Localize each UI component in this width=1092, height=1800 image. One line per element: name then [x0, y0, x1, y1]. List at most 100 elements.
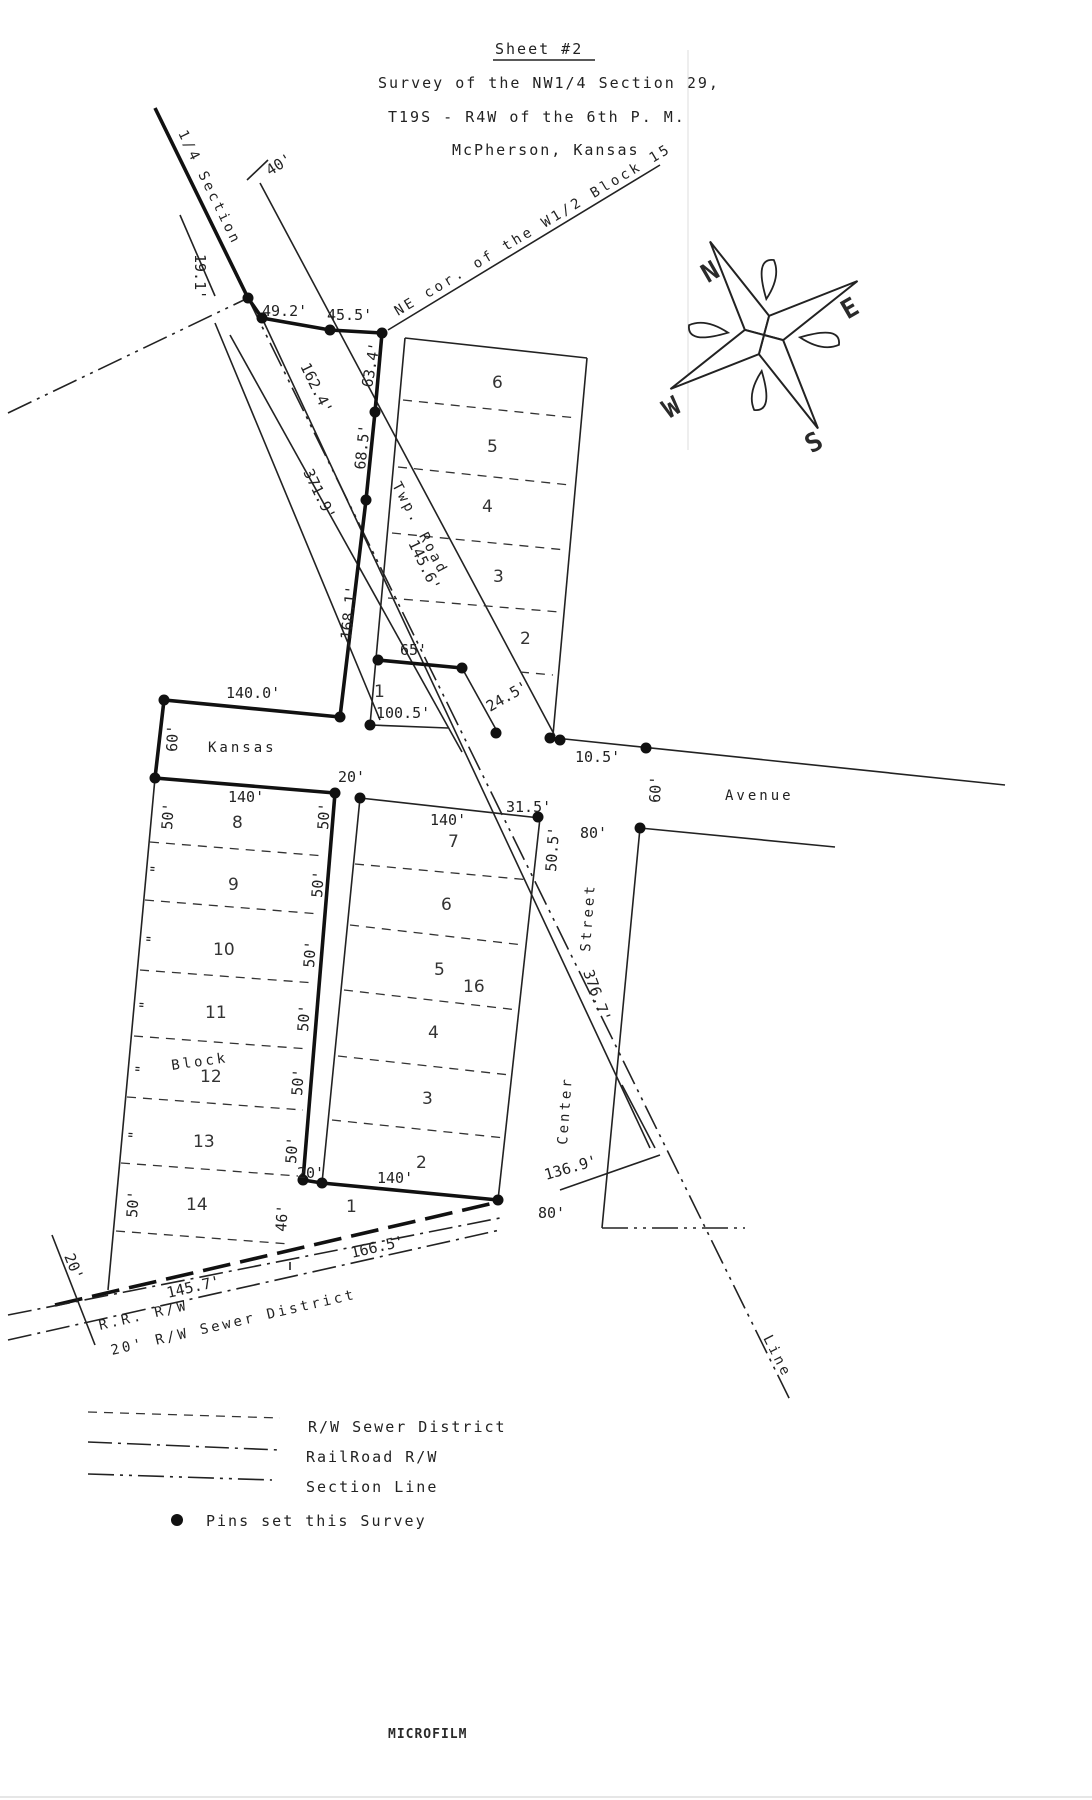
compass-s: S	[800, 426, 829, 460]
sheet-title: Sheet #2	[495, 40, 583, 58]
ditto-4: "	[132, 1064, 151, 1074]
compass-petal	[688, 321, 731, 339]
ditto-3: "	[136, 1000, 155, 1010]
pin	[316, 1177, 328, 1189]
block-left-lot-12: 12	[200, 1067, 222, 1087]
compass-point-w	[669, 328, 766, 390]
dim-371-9: 371.9'	[299, 466, 339, 523]
dim-24-5: 24.5'	[483, 677, 531, 715]
railroad-rw-line-2	[7, 1229, 501, 1341]
dim-168-1: 168.1'	[337, 585, 361, 641]
block16-lot-2: 2	[416, 1153, 427, 1173]
pin	[372, 654, 384, 666]
pin	[456, 662, 468, 674]
dim-63-4: 63.4'	[358, 341, 384, 389]
lot-divider	[402, 399, 578, 419]
legend-section-label: Section Line	[306, 1478, 438, 1496]
pin	[256, 312, 268, 324]
lot-divider	[397, 466, 571, 486]
pin	[329, 787, 341, 799]
road-east-line	[259, 182, 556, 737]
dimension-leader-40	[246, 159, 269, 181]
dim-45-5: 45.5'	[327, 306, 372, 324]
block15-lot-1: 1	[374, 682, 385, 702]
pin	[242, 292, 254, 304]
dimension-leader-20	[51, 1234, 96, 1346]
top-boundary	[246, 296, 383, 335]
legend-pins-label: Pins set this Survey	[206, 1512, 427, 1530]
lot-divider	[387, 597, 561, 613]
block-left-lot-10: 10	[213, 940, 235, 960]
dim-50-left-bottom: 50'	[123, 1190, 143, 1218]
block16-lot-7: 7	[448, 832, 459, 852]
dim-376-7: 376.7'	[579, 967, 614, 1024]
block16-lot-6: 6	[441, 895, 452, 915]
legend-pin-swatch	[171, 1514, 183, 1526]
lot-divider	[354, 863, 531, 881]
pin	[334, 711, 346, 723]
quarter-section-line-west	[7, 297, 249, 414]
lot-divider	[149, 841, 326, 857]
block15-lot-6: 6	[492, 373, 503, 393]
block15-north-line	[404, 337, 588, 359]
pin	[364, 719, 376, 731]
dim-50-5: 50.5'	[542, 826, 563, 872]
survey-pins	[149, 292, 652, 1206]
dim-49-2: 49.2'	[262, 302, 307, 320]
pin	[492, 1194, 504, 1206]
dim-80-bottom: 80'	[538, 1204, 565, 1222]
pin	[149, 772, 161, 784]
pin	[297, 1174, 309, 1186]
block-left-lot-14: 14	[186, 1195, 208, 1215]
block15-lot-3: 3	[493, 567, 504, 587]
block16-lot-4: 4	[428, 1023, 439, 1043]
ne-corner-label: NE cor. of the W1/2 Block 15	[392, 141, 675, 320]
block-left-lot-8: 8	[232, 813, 243, 833]
dimension-leader-376	[621, 1084, 656, 1149]
dim-140-bottom: 140'	[377, 1169, 413, 1187]
pin	[544, 732, 556, 744]
block-label: Block	[170, 1050, 229, 1074]
dim-10-5: 10.5'	[575, 748, 620, 766]
dim-40: 40'	[263, 150, 296, 180]
compass-w: W	[657, 391, 686, 425]
dim-140-left: 140'	[228, 788, 264, 806]
dimension-line-136	[559, 1154, 661, 1191]
dim-20-rr: 20'	[60, 1251, 87, 1283]
block-left-lot-13: 13	[193, 1132, 215, 1152]
dim-50-right-1: 50'	[314, 802, 334, 830]
kansas-ave-boundary	[152, 698, 341, 795]
ne-corner-leader	[387, 164, 661, 331]
pin	[376, 327, 388, 339]
avenue-label: Avenue	[725, 788, 794, 804]
legend-railroad-swatch	[87, 1441, 281, 1451]
compass-petal	[760, 259, 778, 302]
lot-diag-line	[461, 667, 499, 734]
lot-divider	[343, 989, 519, 1011]
lot-divider	[126, 1096, 304, 1111]
avenue-south-line	[639, 827, 836, 848]
center-label: Center	[555, 1076, 576, 1146]
dim-31-5: 31.5'	[506, 798, 551, 816]
pin	[158, 694, 170, 706]
dimension-leader-19	[179, 214, 216, 297]
microfilm-stamp: MICROFILM	[388, 1727, 467, 1742]
lot-divider	[337, 1055, 511, 1076]
block-left-lot-9: 9	[228, 875, 239, 895]
lot-divider	[139, 969, 316, 984]
block15-lot-4: 4	[482, 497, 493, 517]
line-label: Line	[759, 1333, 794, 1381]
dim-60-east: 60'	[646, 775, 665, 803]
dim-140-block16: 140'	[430, 811, 466, 829]
block-left-lot-11: 11	[205, 1003, 227, 1023]
dimension-line-371-west	[214, 322, 381, 721]
dim-20-bottom: 20'	[297, 1164, 324, 1182]
lot-divider	[115, 1230, 291, 1245]
dim-80-top: 80'	[580, 824, 607, 842]
dim-60-west: 60'	[163, 724, 182, 752]
block15-lot-5: 5	[487, 437, 498, 457]
pin	[360, 494, 372, 506]
lot1-south-line	[369, 724, 449, 729]
dimension-line-diag	[229, 334, 463, 753]
